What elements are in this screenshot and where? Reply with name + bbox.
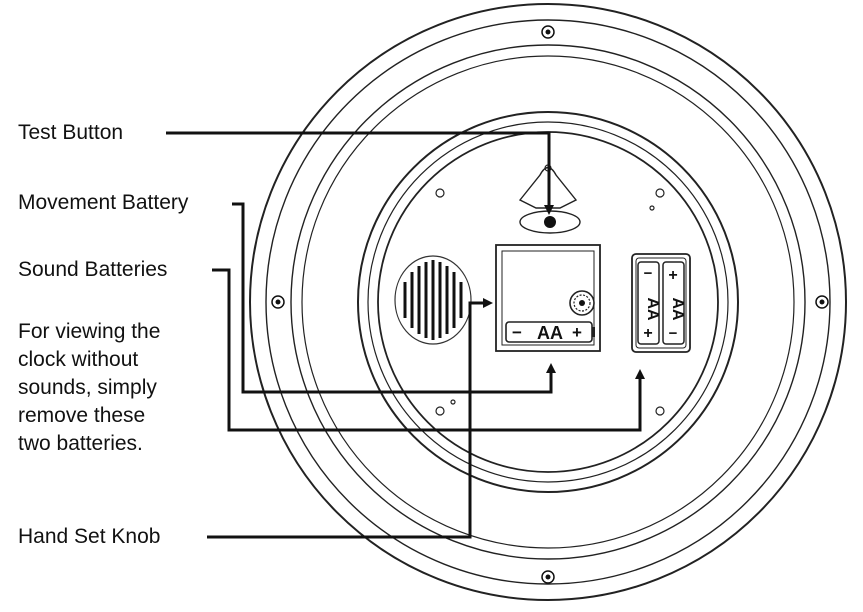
test-button-leader [166, 131, 554, 215]
middle-ring [290, 44, 806, 560]
test-button[interactable] [544, 216, 556, 228]
outer-ring-inner [265, 19, 831, 585]
middle-ring-inner [301, 55, 795, 549]
sound-battery-2-type: AA [669, 297, 686, 321]
hand-set-knob[interactable] [569, 290, 595, 316]
screw-bottom [541, 570, 555, 584]
movement-battery-minus: − [512, 323, 522, 342]
hand-set-knob-leader [207, 298, 493, 539]
label-test-button: Test Button [18, 121, 124, 144]
bezel-ring-inner [367, 121, 729, 483]
outer-ring [249, 3, 847, 601]
label-hand-set-knob: Hand Set Knob [18, 525, 161, 548]
sound-battery-1: − AA + [637, 261, 661, 345]
label-sound-batteries: Sound Batteries [18, 258, 168, 281]
label-note: For viewing the clock without sounds, si… [18, 320, 161, 455]
sound-battery-2-minus: − [669, 325, 678, 342]
sound-battery-1-minus: − [644, 265, 653, 282]
movement-battery: − AA + [505, 321, 595, 343]
sound-battery-2-plus: + [668, 267, 677, 284]
screw-left [271, 295, 285, 309]
sound-battery-1-plus: + [643, 325, 652, 342]
movement-battery-leader [232, 202, 556, 394]
movement-battery-type: AA [537, 323, 563, 343]
sound-batteries-leader [212, 268, 645, 432]
plate-holes [435, 188, 665, 416]
screw-top [541, 25, 555, 39]
speaker-grille [394, 255, 472, 345]
bezel-ring [357, 111, 739, 493]
label-movement-battery: Movement Battery [18, 191, 189, 214]
movement-battery-plus: + [572, 323, 582, 342]
sound-battery-2: + AA − [662, 261, 686, 345]
sound-battery-1-type: AA [644, 297, 661, 321]
screw-right [815, 295, 829, 309]
